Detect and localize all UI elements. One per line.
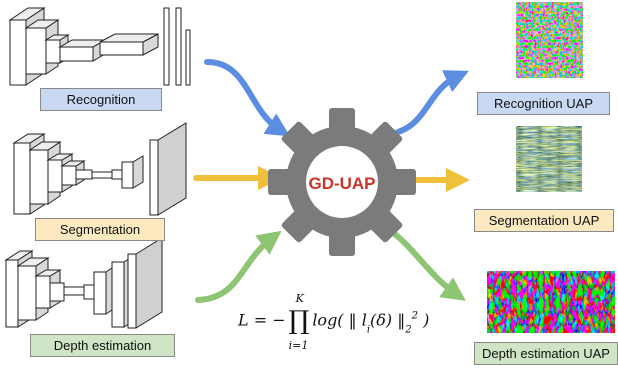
- recognition-uap-label: Recognition UAP: [477, 92, 610, 115]
- equation-close: ): [418, 310, 430, 330]
- recognition-input-arrow: [204, 59, 291, 137]
- segmentation-uap-image: [516, 126, 582, 192]
- gear-label: GD-UAP: [308, 174, 375, 193]
- depth-input-arrow: [195, 230, 282, 303]
- segmentation-uap-label: Segmentation UAP: [474, 209, 614, 232]
- norm-superscript: 2: [411, 310, 418, 322]
- depth-estimation-label: Depth estimation: [30, 334, 175, 357]
- recognition-network: [8, 7, 191, 86]
- recognition-label: Recognition: [40, 88, 162, 111]
- depth-output-arrow: [389, 229, 466, 301]
- equation-lhs: L = −: [238, 310, 286, 330]
- norm-subscript: 2: [405, 324, 412, 336]
- equation-index: i: [366, 324, 371, 336]
- recognition-uap-image: [516, 2, 583, 78]
- depth-uap-image: [487, 271, 615, 333]
- equation-arg: (δ) ‖: [370, 310, 406, 330]
- depth-network: [4, 237, 163, 329]
- segmentation-label: Segmentation: [35, 218, 165, 241]
- equation-body: log( ‖ l: [312, 310, 367, 330]
- product-upper-limit: K: [295, 292, 304, 305]
- gear-icon: [268, 108, 416, 256]
- segmentation-network: [12, 122, 187, 216]
- depth-estimation-uap-label: Depth estimation UAP: [474, 342, 618, 365]
- product-lower-limit: i=1: [288, 339, 309, 352]
- recognition-output-arrow: [395, 70, 469, 135]
